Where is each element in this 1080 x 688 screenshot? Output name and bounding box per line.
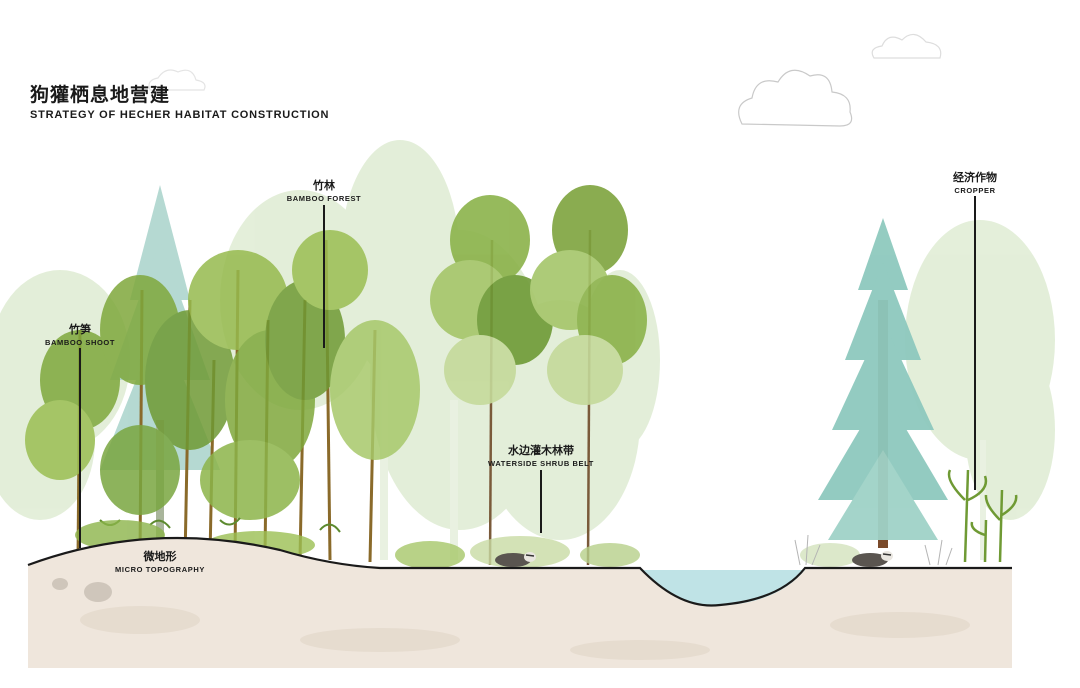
- label-bamboo-shoot-cn: 竹笋: [69, 323, 91, 336]
- cloud-outlines: [148, 33, 942, 127]
- label-micro-topography-en: MICRO TOPOGRAPHY: [115, 565, 205, 574]
- label-bamboo-shoot-en: BAMBOO SHOOT: [44, 338, 116, 347]
- label-bamboo-forest-cn: 竹林: [313, 179, 335, 192]
- label-cropper: 经济作物 CROPPER: [953, 169, 997, 195]
- burrow-stones: [52, 578, 112, 602]
- badger-right: [852, 551, 893, 567]
- teal-conifer-right: [818, 218, 948, 548]
- page-title: 狗獾栖息地营建: [30, 84, 171, 106]
- label-micro-topography-cn: 微地形: [143, 550, 177, 563]
- label-waterside-shrub: 水边灌木林带 WATERSIDE SHRUB BELT: [488, 442, 594, 468]
- corn-crop: [947, 469, 1018, 563]
- soil-texture: [80, 606, 970, 660]
- cloud-faint: [148, 69, 206, 91]
- cloud-large: [738, 69, 853, 127]
- leader-lines: [79, 196, 976, 548]
- label-cropper-en: CROPPER: [954, 186, 996, 195]
- label-waterside-shrub-en: WATERSIDE SHRUB BELT: [488, 459, 594, 468]
- label-bamboo-forest: 竹林 BAMBOO FOREST: [287, 177, 361, 203]
- cloud-small: [871, 33, 942, 59]
- ground-profile-line: [27, 536, 1012, 607]
- label-cropper-cn: 经济作物: [953, 171, 997, 184]
- page-subtitle: STRATEGY OF HECHER HABITAT CONSTRUCTION: [30, 109, 330, 121]
- label-bamboo-forest-en: BAMBOO FOREST: [286, 194, 362, 203]
- deciduous-trees-center: [430, 185, 647, 566]
- label-bamboo-shoot: 竹笋 BAMBOO SHOOT: [45, 321, 115, 347]
- soil-section: [28, 538, 1012, 668]
- label-waterside-shrub-cn: 水边灌木林带: [507, 444, 574, 457]
- label-micro-topography: 微地形 MICRO TOPOGRAPHY: [115, 548, 205, 574]
- badger-left: [495, 552, 536, 567]
